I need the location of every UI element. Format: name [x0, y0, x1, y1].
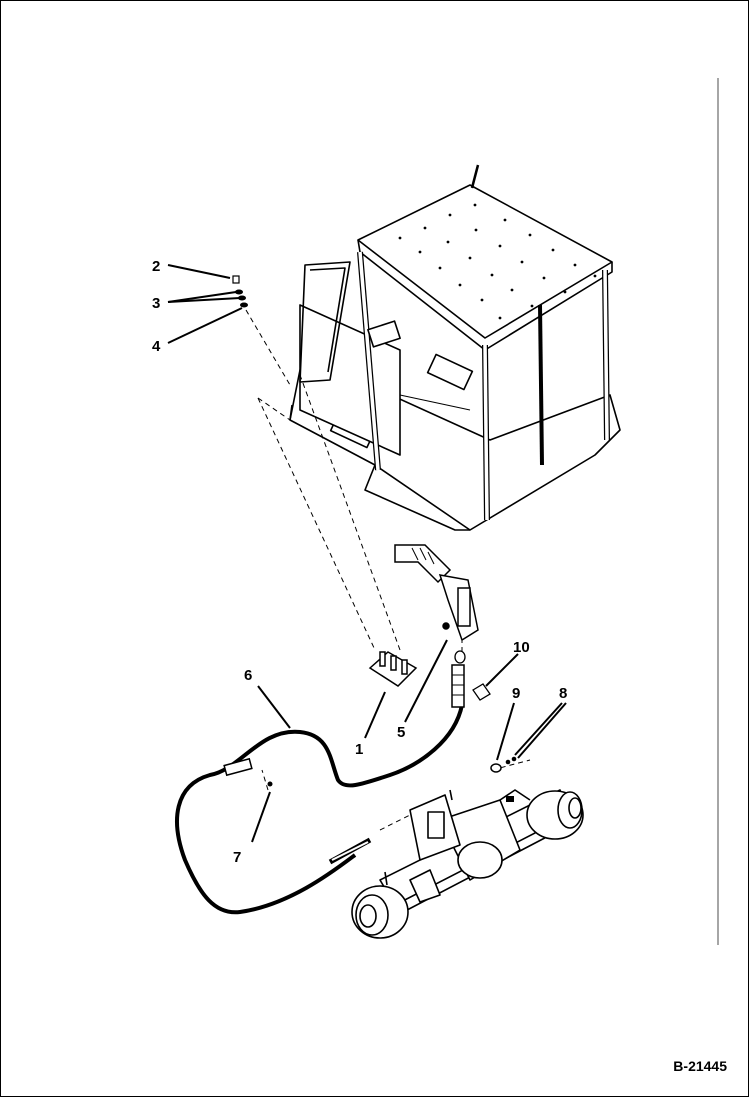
cab-assembly [289, 164, 621, 531]
cotter-pin-a [505, 759, 511, 765]
bolt [232, 275, 240, 284]
callout-1: 1 [355, 741, 363, 758]
leader-3a [167, 291, 237, 303]
callout-6: 6 [244, 667, 252, 684]
leader-lines [167, 264, 567, 843]
axle-assembly [351, 789, 584, 939]
cable-clip [267, 781, 273, 787]
callout-8: 8 [559, 685, 567, 702]
leader-1 [364, 691, 386, 739]
leader-8b [517, 702, 567, 759]
cab-roof [357, 184, 613, 339]
roof-bolts [398, 203, 597, 320]
callout-3: 3 [152, 295, 160, 312]
lift-eye [470, 164, 480, 189]
cotter-pin-b [511, 756, 517, 762]
washer [235, 289, 243, 295]
cable-end-lever [451, 664, 465, 708]
leader-10 [485, 653, 519, 687]
axle-hardware [472, 683, 517, 773]
leader-5 [404, 639, 448, 723]
leader-4 [167, 307, 243, 344]
flat-washer [490, 763, 502, 773]
clevis-pin [472, 683, 491, 701]
leader-7 [251, 791, 271, 843]
park-brake-lever [394, 544, 479, 642]
bolt-washer-stack [232, 275, 248, 308]
cable-mid-fitting [223, 757, 253, 777]
mounting-bracket [368, 651, 418, 687]
callout-10: 10 [513, 639, 530, 656]
floor-plate-right [426, 353, 474, 391]
leader-3b [167, 297, 241, 303]
leader-6 [257, 685, 291, 729]
callout-4: 4 [152, 338, 161, 355]
lever-handle [394, 544, 452, 584]
callout-9: 9 [512, 685, 520, 702]
callout-labels: 2 3 4 1 5 6 7 8 9 10 [152, 258, 567, 866]
callout-7: 7 [233, 849, 241, 866]
lock-washer [238, 295, 246, 301]
nut [240, 302, 248, 308]
drawing-number: B-21445 [673, 1058, 727, 1074]
cab-rear-guard [299, 261, 351, 383]
leader-8a [514, 702, 563, 756]
callout-2: 2 [152, 258, 160, 275]
leader-9 [496, 702, 515, 761]
callout-5: 5 [397, 724, 405, 741]
brake-cable [175, 650, 466, 915]
leader-2 [167, 264, 231, 279]
